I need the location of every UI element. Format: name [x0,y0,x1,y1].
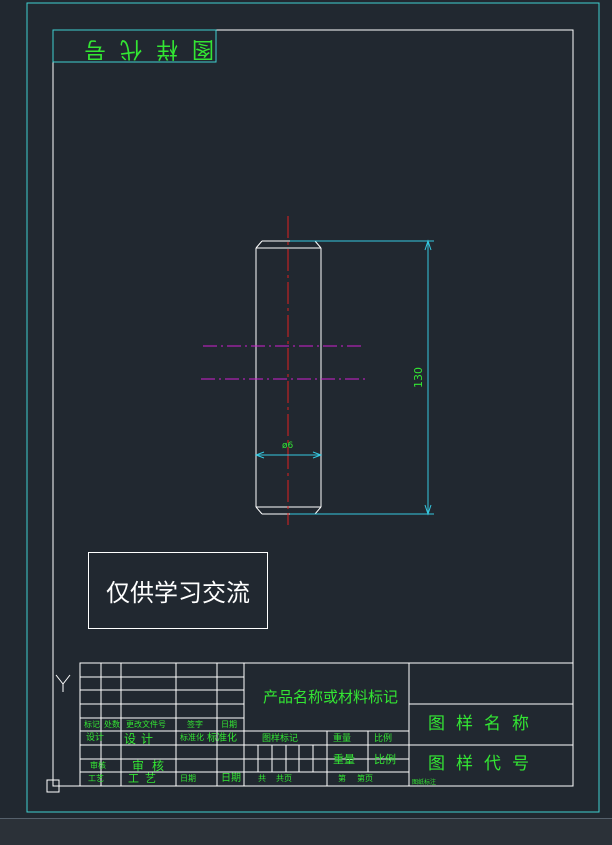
cell-change-doc: 更改文件号 [126,720,166,729]
drawing-frame [52,29,574,787]
cell-mark: 标记 [84,720,100,729]
length-dimension-value: 130 [412,367,425,388]
length-dimension[interactable] [290,239,434,516]
diameter-dimension[interactable] [254,451,323,459]
cell-signature: 签字 [187,720,203,729]
drawing-code: 图样代号 [428,754,540,774]
cell-process-value: 工艺 [128,772,162,785]
cell-review: 审核 [90,761,106,770]
corner-code-text: 图样代号 [69,36,214,61]
watermark-text: 仅供学习交流 [106,579,250,607]
cell-process: 工艺 [88,774,104,783]
cell-standardize-label: 标准化 [180,733,204,742]
cell-date: 日期 [221,720,237,729]
diameter-dimension-value: ø6 [282,441,294,451]
watermark-box: 仅供学习交流 [88,552,268,629]
cell-total-prefix: 共 [258,774,266,783]
cell-weight-2: 重量 [333,753,355,766]
title-block [79,662,574,787]
cell-date-value: 日期 [221,773,241,784]
cell-count: 处数 [104,720,120,729]
cell-page: 第页 [357,774,373,783]
cell-standardize: 标准化 [207,733,237,744]
cell-ratio: 比例 [374,734,393,744]
outer-sheet-border [26,2,600,813]
drawing-canvas[interactable] [0,0,612,818]
cell-design-value: 设计 [124,732,159,746]
cell-footnote: 图纸标注 [412,779,437,786]
product-name: 产品名称或材料标记 [263,688,399,706]
cell-date-label: 日期 [180,774,196,783]
cell-review-value: 审核 [132,759,173,773]
status-bar [0,818,612,845]
cell-total: 共页 [276,774,292,783]
drawing-name: 图样名称 [428,714,540,734]
cell-page-prefix: 第 [338,774,346,783]
cell-ratio-2: 比例 [374,753,396,766]
ucs-icon [46,674,71,793]
cell-design: 设计 [86,733,105,743]
cell-sample-mark: 图样标记 [262,734,299,744]
corner-code-box [52,29,217,63]
cell-weight: 重量 [333,734,352,744]
